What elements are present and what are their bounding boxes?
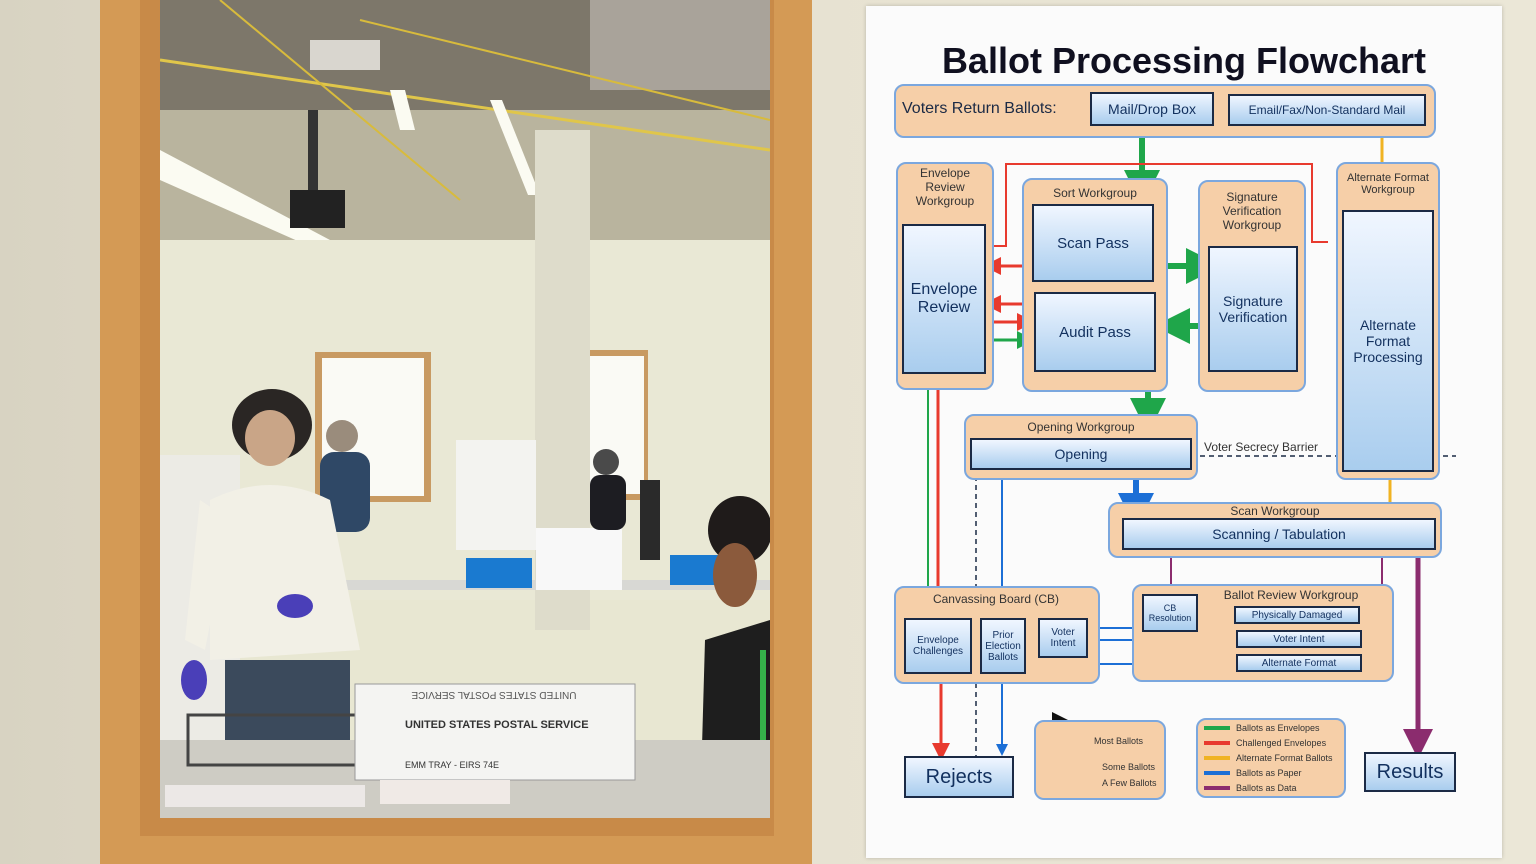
legend-few-ballots: A Few Ballots: [1102, 778, 1157, 788]
physically-damaged-box: Physically Damaged: [1234, 606, 1360, 624]
legend-swatch-arrow-icon: [1204, 786, 1230, 790]
legend-color-label: Ballots as Data: [1236, 783, 1297, 793]
legend-swatch-arrow-icon: [1204, 726, 1230, 730]
flowchart-poster: Ballot Processing Flowchart: [866, 6, 1502, 858]
audit-pass-box: Audit Pass: [1034, 292, 1156, 372]
scan-workgroup-label: Scan Workgroup: [1230, 504, 1320, 518]
tray-label: UNITED STATES POSTAL SERVICE: [405, 719, 589, 731]
legend-color-item: Ballots as Paper: [1204, 767, 1302, 779]
legend-color-label: Alternate Format Ballots: [1236, 753, 1333, 763]
legend-most-ballots: Most Ballots: [1094, 736, 1144, 746]
envelope-review-workgroup-label: Envelope Review Workgroup: [915, 166, 975, 208]
legend-color-box: [1196, 718, 1346, 798]
signature-workgroup-label: Signature Verification Workgroup: [1222, 190, 1282, 232]
legend-color-item: Ballots as Data: [1204, 782, 1297, 794]
cb-resolution-box: CB Resolution: [1142, 594, 1198, 632]
rejects-box: Rejects: [904, 756, 1014, 798]
legend-some-ballots: Some Ballots: [1102, 762, 1156, 772]
legend-swatch-arrow-icon: [1204, 741, 1230, 745]
legend-color-label: Challenged Envelopes: [1236, 738, 1327, 748]
signature-verification-box: Signature Verification: [1208, 246, 1298, 372]
alt-format-processing-box: Alternate Format Processing: [1342, 210, 1434, 472]
canvassing-board-label: Canvassing Board (CB): [932, 592, 1060, 606]
voters-return-label: Voters Return Ballots:: [902, 100, 1057, 117]
prior-election-ballots-box: Prior Election Ballots: [980, 618, 1026, 674]
envelope-challenges-box: Envelope Challenges: [904, 618, 972, 674]
workroom-window: UNITED STATES POSTAL SERVICE UNITED STAT…: [160, 0, 770, 818]
alternate-format-box: Alternate Format: [1236, 654, 1362, 672]
email-fax-box: Email/Fax/Non-Standard Mail: [1228, 94, 1426, 126]
results-box: Results: [1364, 752, 1456, 792]
tray-mirrored-text: UNITED STATES POSTAL SERVICE: [411, 689, 576, 700]
legend-color-label: Ballots as Paper: [1236, 768, 1302, 778]
legend-arrow-box: [1034, 720, 1166, 800]
sort-workgroup-label: Sort Workgroup: [1053, 186, 1137, 200]
alt-format-workgroup-label: Alternate Format Workgroup: [1347, 172, 1429, 196]
legend-swatch-arrow-icon: [1204, 771, 1230, 775]
legend-color-item: Challenged Envelopes: [1204, 737, 1326, 749]
tray-code: EMM TRAY - EIRS 74E: [405, 760, 499, 770]
voter-intent-cb-box: Voter Intent: [1038, 618, 1088, 658]
legend-color-item: Ballots as Envelopes: [1204, 722, 1320, 734]
poster-title: Ballot Processing Flowchart: [941, 40, 1427, 81]
scanning-tabulation-box: Scanning / Tabulation: [1122, 518, 1436, 550]
legend-color-item: Alternate Format Ballots: [1204, 752, 1333, 764]
legend-color-label: Ballots as Envelopes: [1236, 723, 1320, 733]
opening-box: Opening: [970, 438, 1192, 470]
scan-pass-box: Scan Pass: [1032, 204, 1154, 282]
ballot-review-workgroup-label: Ballot Review Workgroup: [1223, 588, 1359, 602]
envelope-review-box: Envelope Review: [902, 224, 986, 374]
legend-swatch-arrow-icon: [1204, 756, 1230, 760]
mail-drop-box: Mail/Drop Box: [1090, 92, 1214, 126]
workroom-scene: UNITED STATES POSTAL SERVICE UNITED STAT…: [160, 0, 770, 818]
opening-workgroup-label: Opening Workgroup: [1027, 420, 1135, 434]
voter-intent-box: Voter Intent: [1236, 630, 1362, 648]
voter-secrecy-barrier: Voter Secrecy Barrier: [1204, 440, 1319, 454]
